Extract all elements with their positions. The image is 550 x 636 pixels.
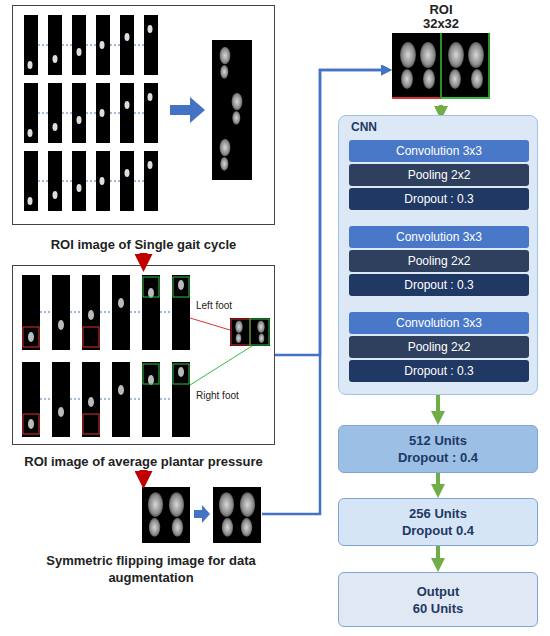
annotation-label: Left foot <box>196 300 232 311</box>
image-panel: ROI image of average plantar pressure <box>12 265 275 470</box>
caption: Symmetric flipping image for data augmen… <box>40 552 262 586</box>
dropout-layer: Dropout : 0.3 <box>349 188 529 210</box>
annotation-label: Right foot <box>196 390 239 401</box>
label-text: Convolution 3x3 <box>396 230 482 244</box>
dropout-layer: Dropout : 0.3 <box>349 274 529 296</box>
dense-layer: 256 UnitsDropout 0.4 <box>338 498 538 546</box>
flow-arrow <box>140 253 148 254</box>
conv-layer: Convolution 3x3 <box>349 140 529 162</box>
dense-layer: 512 UnitsDropout : 0.4 <box>338 425 538 473</box>
label-text: Convolution 3x3 <box>396 316 482 330</box>
caption-group: Symmetric flipping image for data augmen… <box>40 552 262 586</box>
label-text: Dropout : 0.3 <box>404 364 473 378</box>
conv-layer: Convolution 3x3 <box>349 226 529 248</box>
label-text: 60 Units <box>413 600 464 617</box>
caption-group: ROI image of average plantar pressure <box>12 453 275 470</box>
label-text: Dropout 0.4 <box>402 522 474 539</box>
label-text: Output <box>417 583 460 600</box>
roi-image: ROI32x32 <box>392 3 490 105</box>
flow-arrow <box>140 470 148 471</box>
label-text: Pooling 2x2 <box>408 340 471 354</box>
title-text: ROI <box>392 3 490 17</box>
output-layer: Output60 Units <box>338 572 538 627</box>
image-panel: ROI image of Single gait cycle <box>12 5 275 253</box>
flow-arrow <box>439 105 443 106</box>
pool-layer: Pooling 2x2 <box>349 164 529 186</box>
label-text: CNN <box>351 120 377 134</box>
caption: ROI image of average plantar pressure <box>12 453 275 470</box>
title-text: 32x32 <box>392 17 490 31</box>
label-text: Convolution 3x3 <box>396 144 482 158</box>
flow-arrow <box>436 395 440 411</box>
cnn-container: CNNConvolution 3x3Pooling 2x2Dropout : 0… <box>338 115 538 395</box>
caption: ROI image of Single gait cycle <box>12 236 275 253</box>
dropout-layer: Dropout : 0.3 <box>349 360 529 382</box>
caption-group: ROI image of Single gait cycle <box>12 236 275 253</box>
image-panel: Symmetric flipping image for data augmen… <box>40 484 262 586</box>
conv-layer: Convolution 3x3 <box>349 312 529 334</box>
label-text: Pooling 2x2 <box>408 254 471 268</box>
flow-arrow <box>436 546 440 558</box>
pool-layer: Pooling 2x2 <box>349 250 529 272</box>
pool-layer: Pooling 2x2 <box>349 336 529 358</box>
flow-arrow <box>436 473 440 484</box>
label-text: Dropout : 0.3 <box>404 192 473 206</box>
label-text: Dropout : 0.3 <box>404 278 473 292</box>
label-text: 512 Units <box>409 432 467 449</box>
label-text: Pooling 2x2 <box>408 168 471 182</box>
label-text: Dropout : 0.4 <box>398 449 478 466</box>
label-text: 256 Units <box>409 505 467 522</box>
